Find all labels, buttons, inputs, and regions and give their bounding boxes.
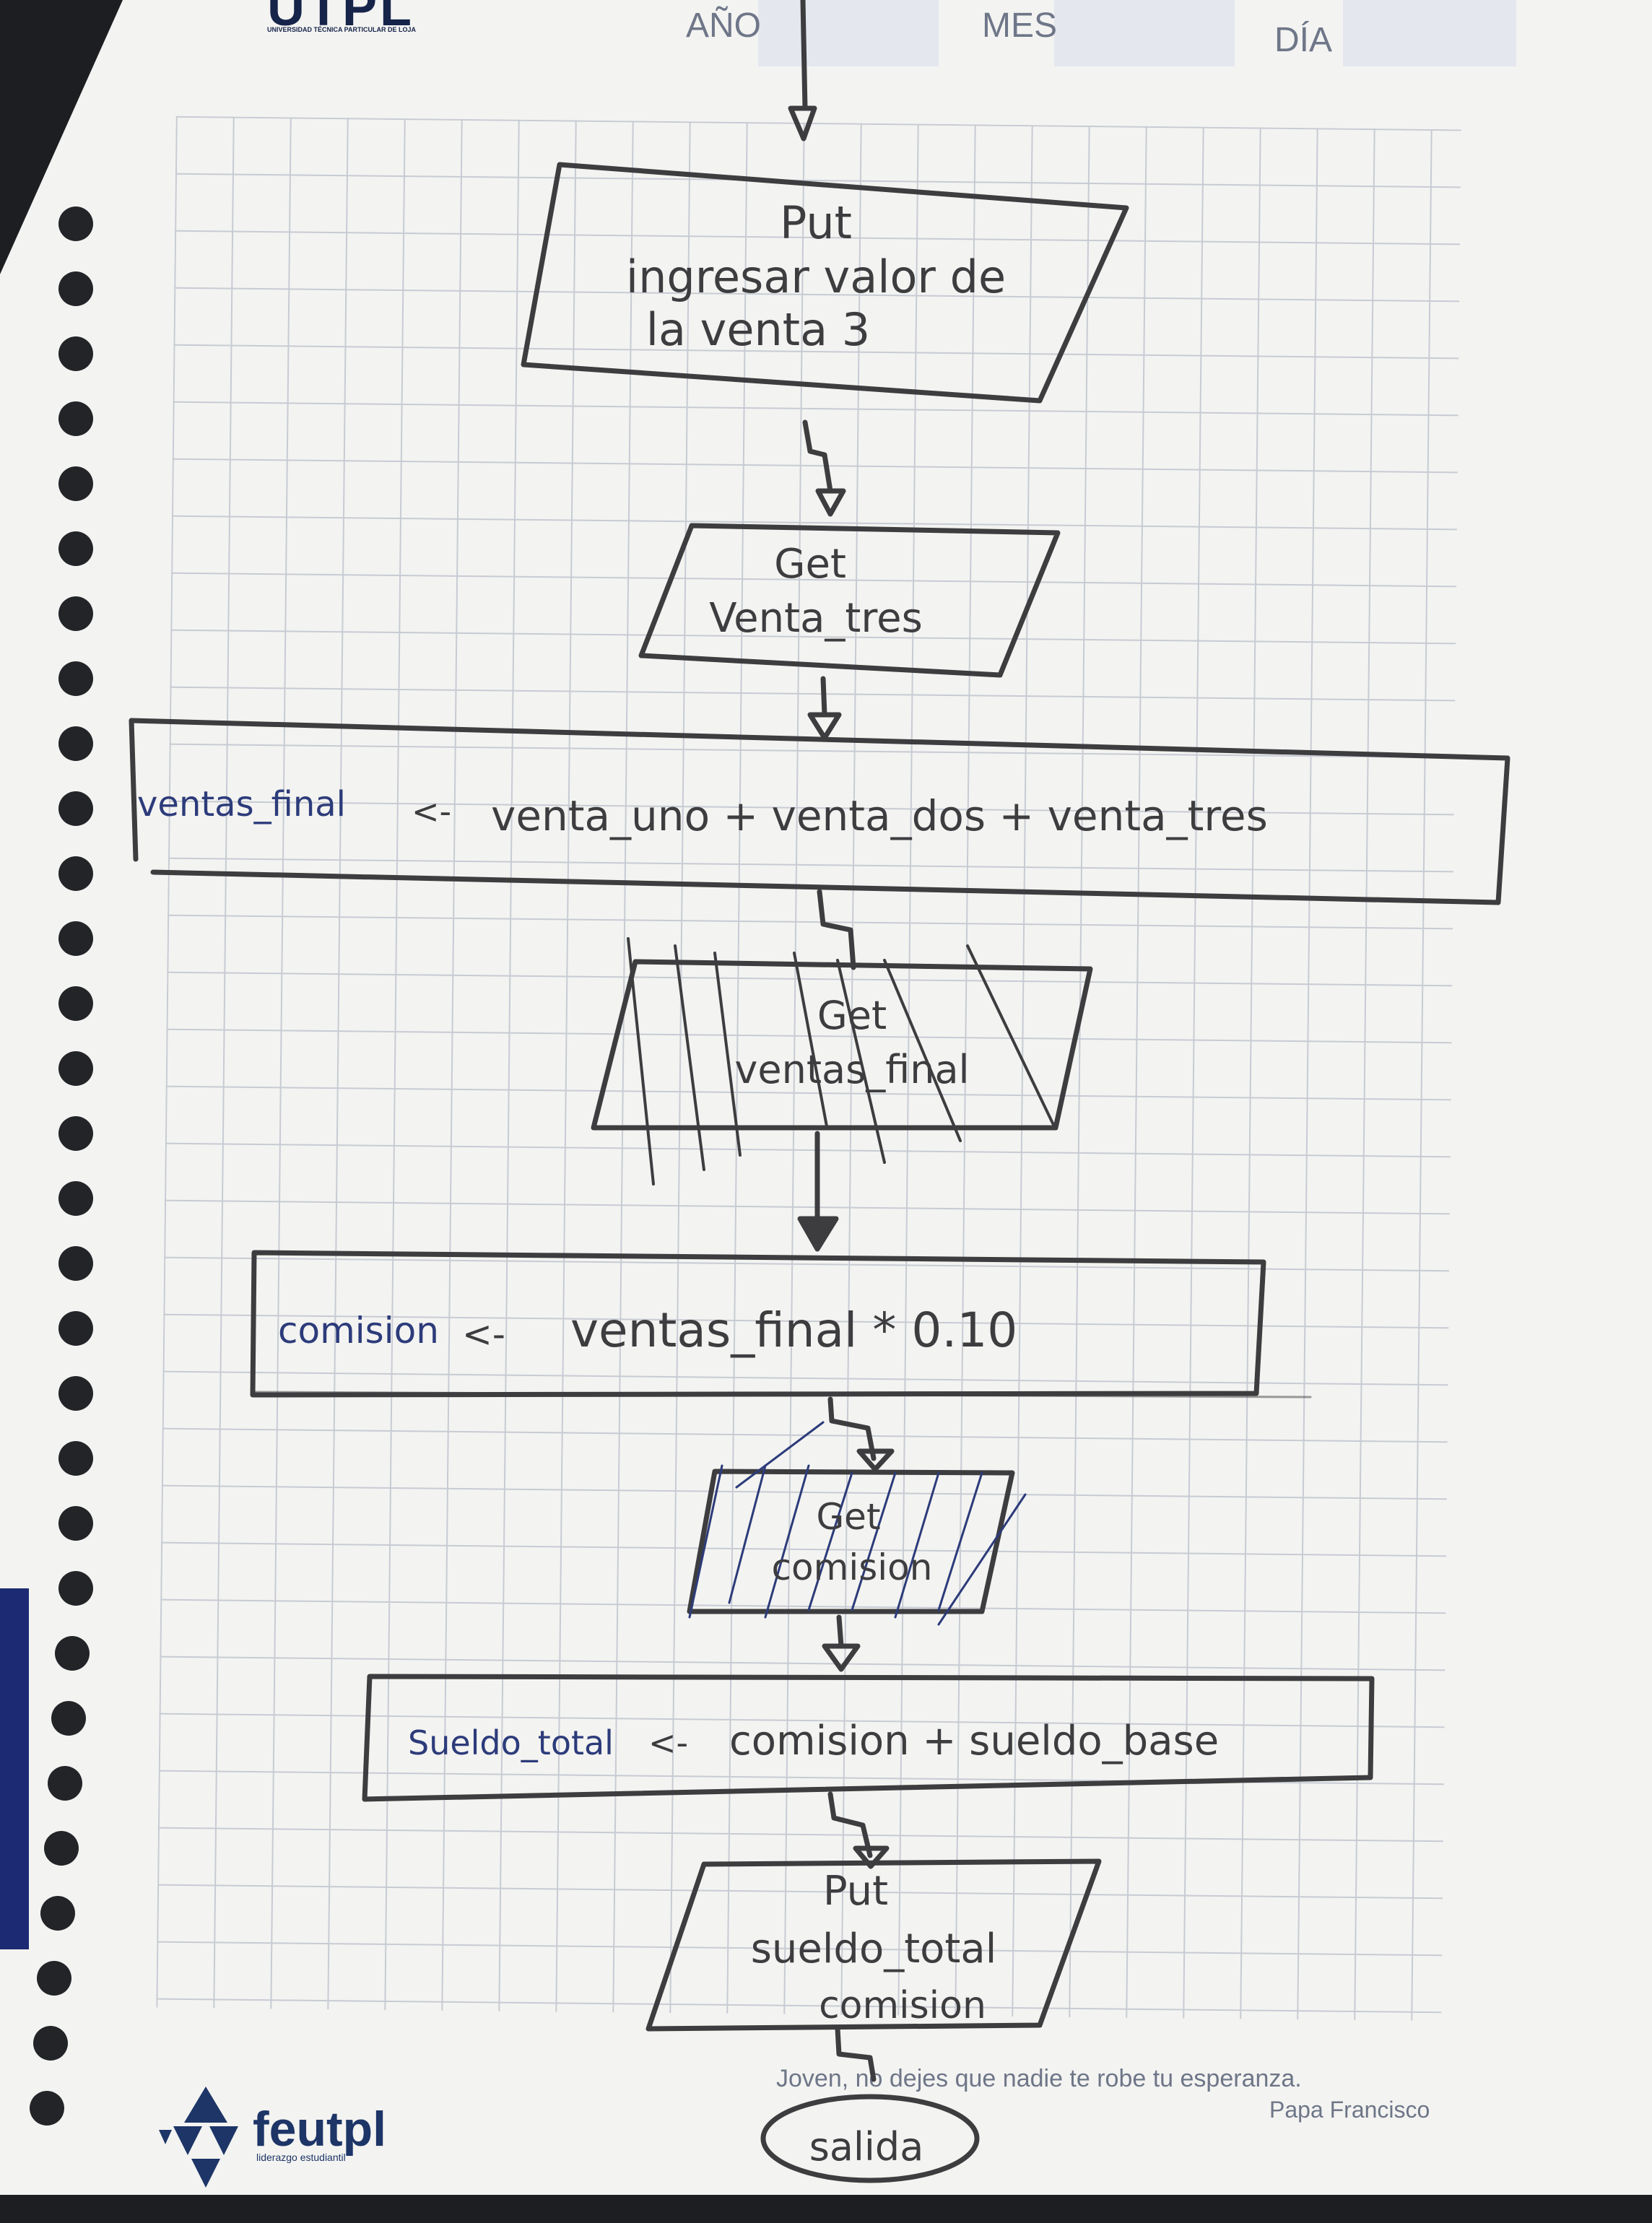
footer-author: Papa Francisco: [1269, 2097, 1430, 2123]
arrowhead-icon: [815, 488, 846, 517]
input-3-line1: comision: [772, 1546, 933, 1588]
feutpl-brand: feutpl: [253, 2102, 387, 2157]
output-shape-2: [645, 1858, 1102, 2032]
assign-2-expression: ventas_final * 0.10: [570, 1302, 1017, 1358]
flow-arrow: [827, 1791, 873, 1858]
assign-2-target: comision: [278, 1310, 439, 1352]
output-2-line2: comision: [819, 1984, 986, 2027]
process-box-1-left: [129, 718, 139, 862]
output-1-keyword: Put: [780, 196, 852, 249]
output-1-line1: ingresar valor de: [626, 251, 1006, 303]
month-label: MES: [982, 6, 1058, 45]
output-1-line2: la venta 3: [646, 303, 871, 356]
terminal-shape: [760, 2094, 980, 2183]
footer-quote: Joven, no dejes que nadie te robe tu esp…: [776, 2065, 1302, 2092]
input-shape-1: [638, 523, 1061, 678]
assign-3-target: Sueldo_total: [408, 1723, 614, 1762]
year-label: AÑO: [686, 6, 762, 45]
input-3-keyword: Get: [816, 1496, 880, 1538]
arrowhead-icon: [807, 712, 842, 741]
process-box-1: [129, 718, 1510, 905]
assign-1-arrow: <-: [412, 792, 451, 831]
assign-1-target: ventas_final: [137, 784, 346, 825]
spiral-binding: [0, 206, 93, 2126]
process-box-3: [362, 1674, 1375, 1802]
input-shape-3: [687, 1469, 1015, 1614]
flow-arrow: [827, 1396, 877, 1461]
assign-1-expression: venta_uno + venta_dos + venta_tres: [491, 791, 1268, 840]
year-box: [758, 0, 939, 66]
hatching: [688, 1421, 1027, 1626]
feutpl-brand-subtitle: liderazgo estudiantil: [256, 2152, 346, 2163]
arrowhead-icon: [822, 1643, 861, 1672]
flow-arrow: [836, 1614, 844, 1649]
flow-arrow: [820, 676, 827, 718]
input-1-line1: Venta_tres: [709, 595, 923, 642]
flow-arrow: [802, 419, 833, 494]
arrowhead-icon: [797, 1216, 839, 1252]
input-shape-2: [591, 959, 1093, 1131]
output-2-line1: sueldo_total: [751, 1926, 997, 1972]
arrowhead-icon: [788, 105, 817, 142]
input-1-keyword: Get: [774, 541, 846, 588]
arrowhead-icon: [853, 1845, 890, 1869]
flow-arrow: [835, 2026, 877, 2082]
assign-3-expression: comision + sueldo_base: [729, 1718, 1219, 1765]
university-logo: UTPL: [267, 0, 414, 37]
day-box: [1343, 0, 1516, 66]
input-2-keyword: Get: [817, 993, 887, 1038]
output-shape-1: [521, 162, 1129, 404]
day-label: DÍA: [1274, 21, 1333, 59]
assign-3-arrow: <-: [648, 1723, 688, 1762]
feutpl-logo-icon: [159, 2087, 238, 2188]
assign-2-arrow: <-: [462, 1313, 505, 1355]
flow-arrow: [817, 889, 856, 970]
input-2-line1: ventas_final: [734, 1047, 969, 1092]
output-2-keyword: Put: [823, 1868, 888, 1915]
terminal-label: salida: [809, 2124, 924, 2170]
process-box-2: [250, 1250, 1266, 1398]
arrowhead-icon: [856, 1448, 895, 1472]
university-subtitle: UNIVERSIDAD TÉCNICA PARTICULAR DE LOJA: [267, 26, 417, 33]
flow-arrow: [800, 0, 808, 111]
hatching: [627, 937, 1056, 1186]
month-box: [1054, 0, 1235, 66]
